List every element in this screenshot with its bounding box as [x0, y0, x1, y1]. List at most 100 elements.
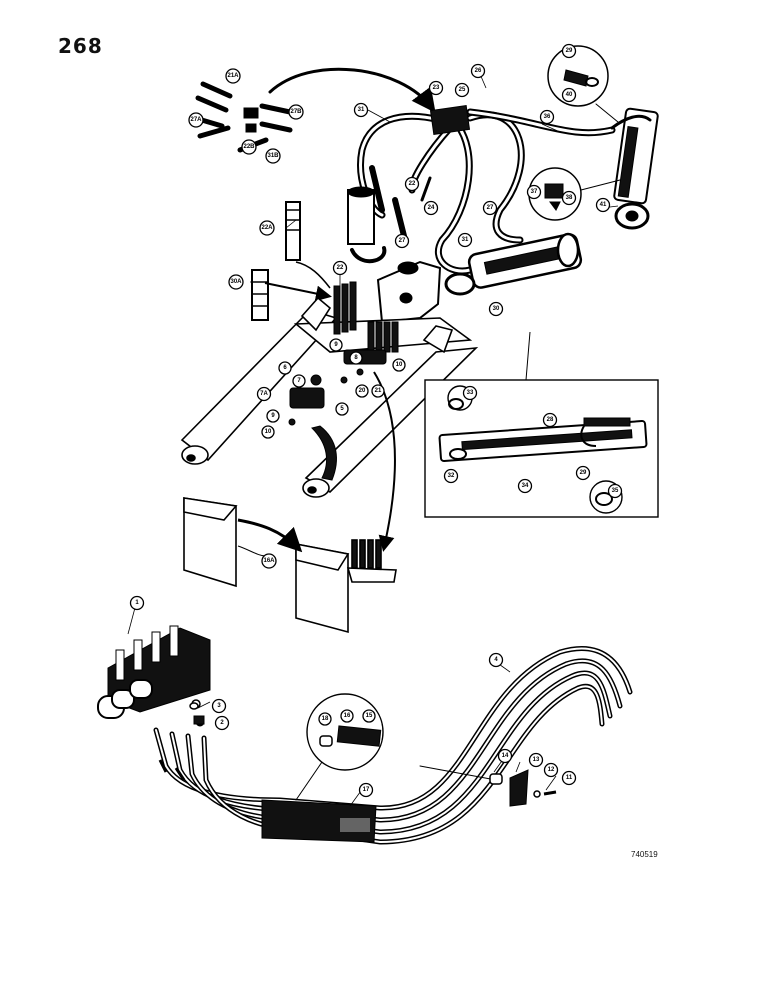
svg-text:27B: 27B [290, 109, 302, 115]
svg-text:22: 22 [337, 265, 344, 271]
callout-22-low: 22 [332, 260, 348, 276]
svg-text:28: 28 [547, 417, 554, 423]
svg-text:16: 16 [344, 713, 351, 719]
callout-30a: 30A [228, 274, 244, 290]
svg-text:25: 25 [459, 87, 466, 93]
callout-18: 18 [318, 712, 332, 726]
svg-text:38: 38 [566, 195, 573, 201]
svg-text:15: 15 [366, 713, 373, 719]
callout-40: 40 [561, 87, 577, 103]
svg-text:18: 18 [322, 716, 329, 722]
callout-10-right: 10 [392, 358, 406, 372]
svg-text:9: 9 [334, 342, 338, 348]
callout-31b: 31B [265, 148, 281, 164]
callout-31-top: 31 [353, 102, 369, 118]
callout-3: 3 [211, 698, 227, 714]
svg-text:41: 41 [600, 202, 607, 208]
callout-1: 1 [129, 595, 145, 611]
svg-text:7: 7 [297, 378, 301, 384]
svg-text:23: 23 [433, 85, 440, 91]
callout-20: 20 [355, 384, 369, 398]
callout-30: 30 [488, 301, 504, 317]
svg-text:11: 11 [566, 775, 573, 781]
callout-38: 38 [561, 190, 577, 206]
svg-text:33: 33 [467, 390, 474, 396]
callout-22-mid: 22 [404, 176, 420, 192]
callout-29b: 29 [575, 465, 591, 481]
callout-15: 15 [362, 709, 376, 723]
callout-26: 26 [470, 63, 486, 79]
callout-2: 2 [214, 715, 230, 731]
callout-28: 28 [542, 412, 558, 428]
svg-text:20: 20 [359, 388, 366, 394]
callout-37: 37 [526, 184, 542, 200]
page-number: 268 [58, 34, 103, 58]
callout-41: 41 [595, 197, 611, 213]
guard-plates [183, 497, 397, 634]
callout-31-mid: 31 [457, 232, 473, 248]
clamp-detail-inset [306, 693, 384, 771]
svg-text:6: 6 [283, 365, 287, 371]
svg-text:17: 17 [363, 787, 370, 793]
svg-text:7A: 7A [260, 391, 268, 397]
svg-text:30: 30 [493, 306, 500, 312]
callout-11: 11 [561, 770, 577, 786]
callout-27b: 27B [288, 104, 304, 120]
svg-text:9: 9 [271, 413, 275, 419]
callout-24: 24 [423, 200, 439, 216]
svg-text:24: 24 [428, 205, 435, 211]
svg-text:32: 32 [448, 473, 455, 479]
svg-text:31B: 31B [267, 153, 279, 159]
callout-6: 6 [278, 361, 292, 375]
svg-text:29: 29 [566, 48, 573, 54]
svg-text:10: 10 [396, 362, 403, 368]
callout-7a: 7A [256, 386, 272, 402]
svg-text:27A: 27A [190, 117, 202, 123]
callout-29a: 29 [561, 43, 577, 59]
callout-10-left: 10 [261, 425, 275, 439]
svg-text:10: 10 [265, 429, 272, 435]
long-hoses [153, 646, 633, 845]
callout-25: 25 [454, 82, 470, 98]
svg-text:21: 21 [375, 388, 382, 394]
callout-21a-top: 21A [225, 68, 241, 84]
svg-text:36: 36 [544, 114, 551, 120]
svg-text:3: 3 [217, 703, 221, 709]
svg-text:22A: 22A [261, 225, 273, 231]
callout-21: 21 [371, 384, 385, 398]
svg-text:16A: 16A [263, 558, 275, 564]
callout-8: 8 [349, 351, 363, 365]
control-valve [97, 625, 211, 727]
svg-text:21A: 21A [227, 73, 239, 79]
callout-22b: 22B [241, 139, 257, 155]
svg-text:29: 29 [580, 470, 587, 476]
svg-text:31: 31 [462, 237, 469, 243]
callout-16a: 16A [261, 553, 277, 569]
svg-text:35: 35 [612, 488, 619, 494]
callout-23: 23 [428, 80, 444, 96]
svg-text:40: 40 [566, 92, 573, 98]
valve-fittings [158, 702, 205, 781]
svg-text:26: 26 [475, 68, 482, 74]
callout-17: 17 [358, 782, 374, 798]
valve-bank [288, 281, 399, 552]
callout-13: 13 [528, 752, 544, 768]
callout-5: 5 [335, 402, 349, 416]
callout-12: 12 [543, 762, 559, 778]
figure-id: 740519 [631, 850, 658, 859]
callout-27-left: 27 [394, 233, 410, 249]
callout-9b: 9 [266, 409, 280, 423]
callout-16: 16 [340, 709, 354, 723]
svg-text:4: 4 [494, 657, 498, 663]
svg-text:5: 5 [340, 406, 344, 412]
svg-text:2: 2 [220, 720, 224, 726]
svg-text:13: 13 [533, 757, 540, 763]
svg-text:22: 22 [409, 181, 416, 187]
callout-9a: 9 [329, 338, 343, 352]
callout-36: 36 [539, 109, 555, 125]
svg-text:27: 27 [487, 205, 494, 211]
hose-fittings [251, 201, 332, 321]
callout-4: 4 [488, 652, 504, 668]
